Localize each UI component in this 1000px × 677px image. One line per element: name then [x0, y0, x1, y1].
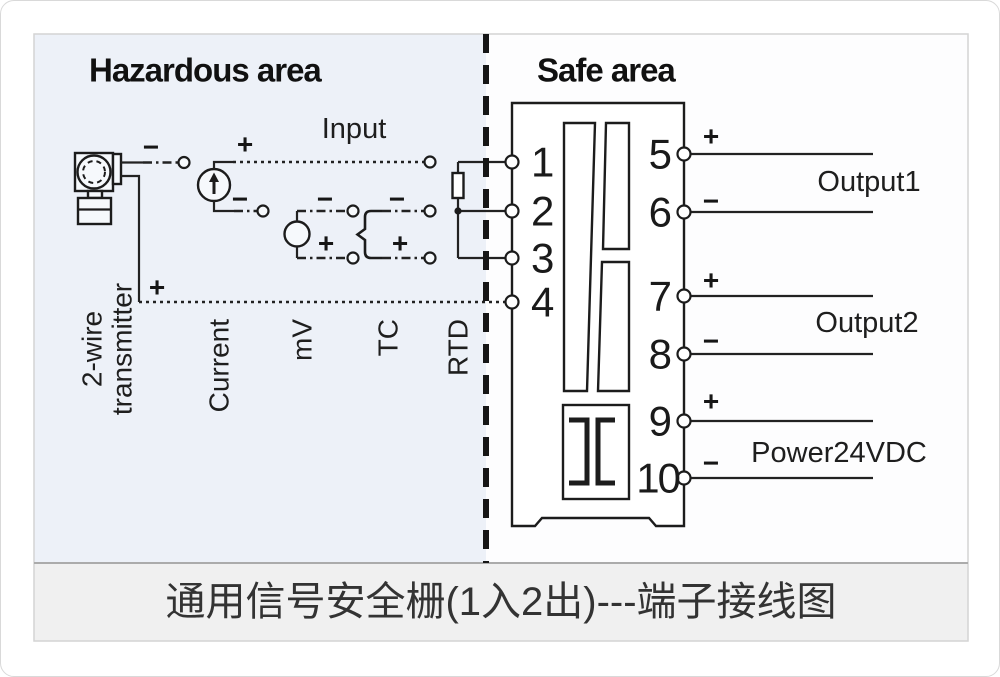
tc-plus-sign: +	[392, 228, 408, 259]
terminal-5-circle	[676, 146, 692, 162]
thermocouple-wires	[382, 209, 424, 260]
hazardous-area-title: Hazardous area	[89, 52, 322, 89]
terminal-2-label: 2	[531, 188, 554, 235]
power-label: Power24VDC	[751, 437, 927, 469]
terminal-4-circle	[504, 294, 520, 310]
terminal-5-label: 5	[649, 131, 672, 178]
output2-minus-sign: −	[703, 326, 719, 357]
terminal-8-label: 8	[649, 331, 672, 378]
barrier-box	[510, 101, 686, 528]
mv-source-wires	[295, 209, 347, 260]
terminal-1-circle	[504, 154, 520, 170]
output1-minus-sign: −	[703, 186, 719, 217]
power-plus-sign: +	[703, 386, 719, 417]
output2-plus-sign: +	[703, 265, 719, 296]
current-source-wires	[212, 160, 424, 213]
terminal-3-label: 3	[531, 235, 554, 282]
rtd-label: RTD	[443, 319, 474, 376]
safe-area-title: Safe area	[537, 52, 676, 89]
mv-minus-sign: −	[317, 184, 333, 215]
two-wire-transmitter-icon	[73, 151, 123, 226]
transmitter-label-line2: transmitter	[107, 283, 138, 415]
output-wires	[691, 152, 873, 480]
terminal-6-label: 6	[649, 189, 672, 236]
transmitter-minus-sign: −	[143, 132, 159, 163]
panel-border	[33, 33, 969, 642]
transmitter-plus-wire	[121, 174, 505, 304]
terminal-7-circle	[676, 288, 692, 304]
plug-terminal-current-minus	[256, 204, 270, 218]
power-minus-sign: −	[703, 448, 719, 479]
terminal-10-circle	[676, 470, 692, 486]
terminal-1-label: 1	[531, 139, 554, 186]
current-minus-sign: −	[232, 184, 248, 215]
plug-terminal-input-plus	[423, 155, 437, 169]
transmitter-plus-sign: +	[149, 272, 165, 303]
output1-plus-sign: +	[703, 121, 719, 152]
terminal-8-circle	[676, 346, 692, 362]
terminal-9-label: 9	[649, 398, 672, 445]
terminal-9-circle	[676, 413, 692, 429]
current-source-icon	[196, 167, 232, 203]
isolation-transformer-icon	[561, 403, 631, 501]
plug-terminal-tc-plus	[423, 251, 437, 265]
rtd-resistor-icon	[451, 171, 465, 200]
tc-minus-sign: −	[389, 184, 405, 215]
current-plus-sign: +	[237, 129, 253, 160]
mv-label: mV	[287, 319, 318, 361]
transmitter-label-line1: 2-wire	[77, 311, 108, 387]
output1-label: Output1	[817, 166, 920, 198]
plug-terminal-tc-minus	[423, 204, 437, 218]
isolation-barrier-icon	[562, 121, 631, 393]
tc-label: TC	[373, 319, 404, 356]
caption-band-bg	[34, 563, 968, 641]
input-label: Input	[322, 113, 387, 145]
terminal-6-circle	[676, 204, 692, 220]
terminal-3-circle	[504, 250, 520, 266]
terminal-10-label: 10	[636, 455, 679, 502]
diagram-caption: 通用信号安全栅(1入2出)---端子接线图	[165, 580, 836, 624]
output2-label: Output2	[815, 307, 918, 339]
mv-plus-sign: +	[318, 228, 334, 259]
plug-terminal-mv-minus	[346, 204, 360, 218]
terminal-2-circle	[504, 203, 520, 219]
thermocouple-icon	[355, 209, 382, 260]
mv-source-icon	[283, 220, 311, 248]
plug-terminal-transmitter-minus	[177, 155, 191, 170]
rtd-junction-dot	[454, 207, 462, 215]
terminal-4-label: 4	[531, 279, 554, 326]
terminal-7-label: 7	[649, 273, 672, 320]
current-label: Current	[204, 319, 235, 413]
hazardous-area-bg	[34, 34, 486, 563]
plug-terminal-mv-plus	[346, 251, 360, 265]
